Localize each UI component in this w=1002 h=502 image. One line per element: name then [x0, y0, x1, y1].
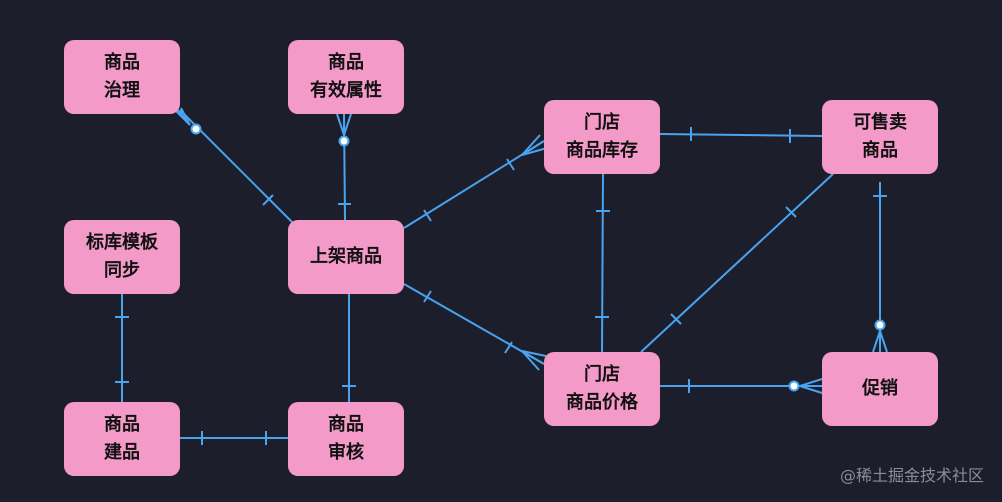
edge-line [640, 173, 834, 353]
edge-crowfoot [879, 330, 888, 353]
edge-zero-circle [190, 123, 202, 135]
node-product-review[interactable]: 商品 审核 [288, 402, 404, 476]
node-label: 门店 [584, 112, 620, 133]
edge-crowfoot [521, 350, 545, 365]
node-label: 建品 [104, 442, 140, 463]
node-label: 商品 [104, 52, 140, 73]
edge-tick [785, 206, 797, 218]
edge-tick [504, 341, 513, 354]
node-store-product-inventory[interactable]: 门店 商品库存 [544, 100, 660, 174]
edge-crowfoot [343, 113, 352, 136]
node-label: 审核 [328, 442, 364, 463]
node-promotion[interactable]: 促销 [822, 352, 938, 426]
node-label: 商品 [328, 52, 364, 73]
node-label: 可售卖 [853, 112, 907, 133]
node-template-sync[interactable]: 标库模板 同步 [64, 220, 180, 294]
edge-crowfoot [521, 140, 545, 156]
node-product-governance[interactable]: 商品 治理 [64, 40, 180, 114]
node-label: 门店 [584, 364, 620, 385]
edge-crowfoot [799, 385, 823, 394]
edge-crowfoot [521, 350, 547, 357]
node-product-creation[interactable]: 商品 建品 [64, 402, 180, 476]
edge-tick [670, 313, 682, 325]
node-label: 商品 [328, 414, 364, 435]
watermark-text: @稀土掘金技术社区 [839, 466, 984, 485]
edge-tick [506, 158, 515, 171]
edge-crowfoot [521, 350, 540, 371]
edge-layer [115, 107, 888, 445]
node-label: 上架商品 [310, 246, 382, 267]
edge-tick [423, 209, 432, 222]
edge-zero-circle [338, 135, 350, 147]
edge-zero-circle [874, 319, 886, 331]
node-sellable-product[interactable]: 可售卖 商品 [822, 100, 938, 174]
edge-tick [423, 290, 432, 303]
node-label: 商品库存 [566, 140, 638, 161]
edge-crowfoot [521, 147, 548, 156]
edge-crowfoot [180, 107, 191, 126]
edge-zero-circle [788, 380, 800, 392]
node-label: 商品 [862, 140, 898, 161]
node-label: 商品价格 [566, 392, 638, 413]
node-label: 促销 [862, 378, 898, 399]
edge-crowfoot [872, 330, 881, 353]
edge-line [659, 133, 823, 137]
node-listed-product[interactable]: 上架商品 [288, 220, 404, 294]
edge-crowfoot [336, 113, 345, 136]
edge-crowfoot [521, 134, 541, 156]
edge-line [601, 173, 604, 353]
node-store-product-price[interactable]: 门店 商品价格 [544, 352, 660, 426]
edge-crowfoot [799, 378, 823, 387]
node-label: 治理 [104, 80, 140, 101]
node-product-valid-attributes[interactable]: 商品 有效属性 [288, 40, 404, 114]
edge-tick [262, 194, 274, 206]
node-label: 商品 [104, 414, 140, 435]
node-label: 同步 [104, 260, 140, 281]
node-label: 有效属性 [310, 80, 382, 101]
node-label: 标库模板 [86, 232, 158, 253]
